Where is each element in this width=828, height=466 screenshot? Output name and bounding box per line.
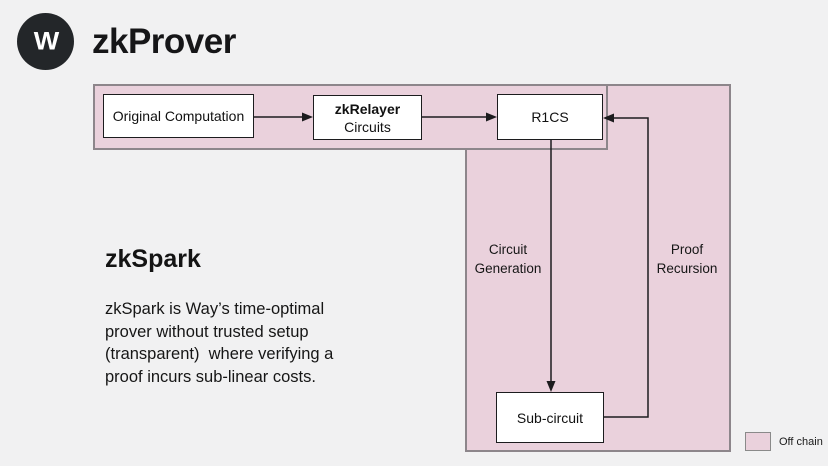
node-sub-circuit: Sub-circuit <box>496 392 604 443</box>
node-r1cs-label: R1CS <box>531 109 569 125</box>
node-zkrelayer-title: zkRelayer <box>334 100 401 117</box>
node-sub-circuit-label: Sub-circuit <box>516 409 584 426</box>
node-r1cs: R1CS <box>497 94 603 140</box>
zkspark-description: zkSpark is Way’s time-optimal prover wit… <box>105 300 334 386</box>
label-circuit-generation: Circuit Generation <box>474 242 542 276</box>
legend-label: Off chain <box>779 435 823 448</box>
node-zkrelayer-circuits: zkRelayer Circuits <box>313 95 422 140</box>
section-heading-zkspark: zkSpark <box>105 245 201 273</box>
legend-off-chain: Off chain <box>745 432 823 451</box>
logo-w-letter: W <box>33 27 60 55</box>
node-original-computation: Original Computation <box>103 94 254 138</box>
legend-swatch-icon <box>745 432 771 451</box>
node-zkrelayer-subtitle: Circuits <box>344 118 391 135</box>
page-title: zkProver <box>92 22 236 61</box>
way-logo-icon: W <box>17 13 74 70</box>
node-original-computation-label: Original Computation <box>112 108 245 124</box>
label-proof-recursion: Proof Recursion <box>656 242 718 276</box>
